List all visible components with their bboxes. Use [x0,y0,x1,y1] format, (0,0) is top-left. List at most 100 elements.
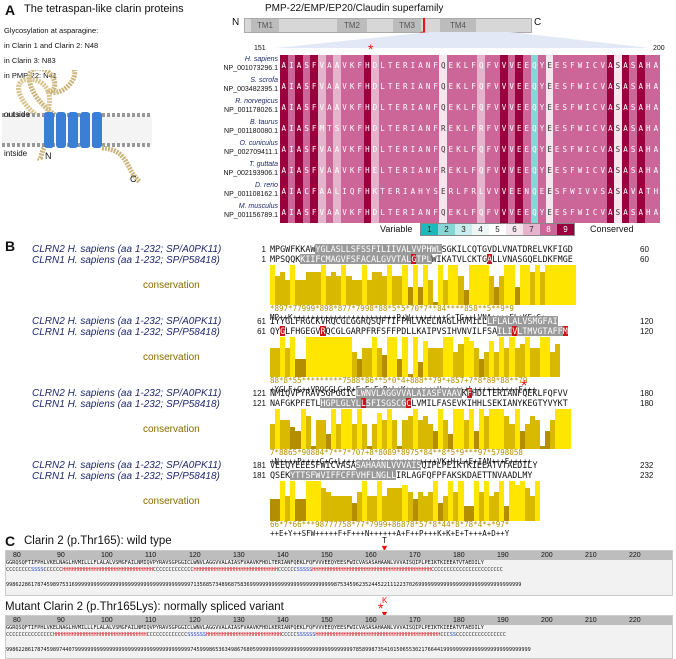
residue: Y [280,316,286,326]
conservation-bar [448,481,454,521]
conservation-bar [463,290,469,305]
residue-cell: A [295,118,303,139]
conservation-bar [463,506,469,521]
residue-cell: I [409,160,417,181]
residue: H [451,326,457,336]
ss-code: H [140,632,144,638]
residue: A [507,470,513,480]
ss-code: H [437,632,441,638]
ss-code: H [202,567,206,573]
residue: Y [300,388,306,398]
ss-code: H [196,567,200,573]
conservation-bar [285,348,291,377]
residue-cell: F [431,97,440,118]
conservation-label: conservation [143,424,200,435]
conservation-bar [473,265,479,305]
residue: G [345,326,351,336]
residue: P [330,388,336,398]
conservation-bar [524,265,530,305]
seq-end-number: 60 [640,245,649,254]
conservation-bar [524,424,530,449]
residue-cell: V [500,139,508,160]
ss-code: C [6,567,10,573]
residue-cell: E [447,55,455,76]
conservation-bar [310,272,316,305]
residue: F [386,326,392,336]
residue-cell: F [431,160,440,181]
ss-code: C [484,632,488,638]
residue-cell: E [553,55,561,76]
residue-cell: A [636,118,645,139]
residue-cell: Y [538,55,546,76]
residue-cell: A [295,76,303,97]
residue: K [300,254,306,264]
residue-cell: E [371,160,379,181]
residue-cell: E [393,160,402,181]
residue-cell: V [500,55,508,76]
conservation-bar [341,496,347,521]
ss-code: H [384,632,388,638]
residue: L [497,244,503,254]
ruler-tick: 200 [541,617,553,624]
conservation-bar [336,496,342,521]
residue: P [436,470,442,480]
residue: I [310,254,316,264]
residue-cell: E [393,118,402,139]
residue: L [537,254,543,264]
residue: Q [522,388,528,398]
residue-cell: S [560,202,569,223]
residue-cell: I [340,181,349,202]
ss-code: S [190,632,194,638]
residue-cell: A [280,181,288,202]
residue: I [375,244,382,254]
residue: I [471,326,477,336]
residue: P [431,460,437,470]
residue-cell: S [560,160,569,181]
ss-code: H [268,567,272,573]
conservation-bar [468,265,474,305]
residue: T [487,470,493,480]
residue-cell: A [295,160,303,181]
residue: L [345,244,351,254]
residue: L [315,398,321,408]
ss-code: H [390,567,394,573]
residue: S [527,316,533,326]
residue-cell: V [629,181,637,202]
ss-code: H [102,632,106,638]
residue-cell: V [500,160,508,181]
residue: A [487,460,493,470]
residue-cell: F [568,139,577,160]
residue-cell: H [363,55,372,76]
residue-cell: E [523,97,531,118]
conservation-bar [514,409,520,449]
ss-code: C [477,632,481,638]
ss-code: H [118,632,122,638]
residue: A [426,388,432,398]
ss-code: C [181,567,185,573]
ruler-tick: 160 [365,617,377,624]
residue-cell: I [287,181,296,202]
ruler-tick: 220 [629,617,641,624]
residue: T [310,398,316,408]
ss-code: C [446,632,450,638]
alignment-asterisk: * [368,41,374,57]
residue: N [270,388,276,398]
ss-code: C [446,567,450,573]
residue: H [456,316,462,326]
conservation-bar [483,416,490,449]
ss-code: C [152,632,156,638]
conservation-bar [555,409,561,449]
ss-code: H [140,567,144,573]
residue-cell: A [652,202,660,223]
ss-code: H [209,567,213,573]
ss-code: H [243,632,247,638]
residue-cell: E [553,139,561,160]
ss-code: C [474,567,478,573]
residue: Y [290,460,296,470]
ss-code: C [27,632,31,638]
residue: I [411,460,417,470]
residue-cell: T [386,202,394,223]
residue-cell: E [545,97,554,118]
